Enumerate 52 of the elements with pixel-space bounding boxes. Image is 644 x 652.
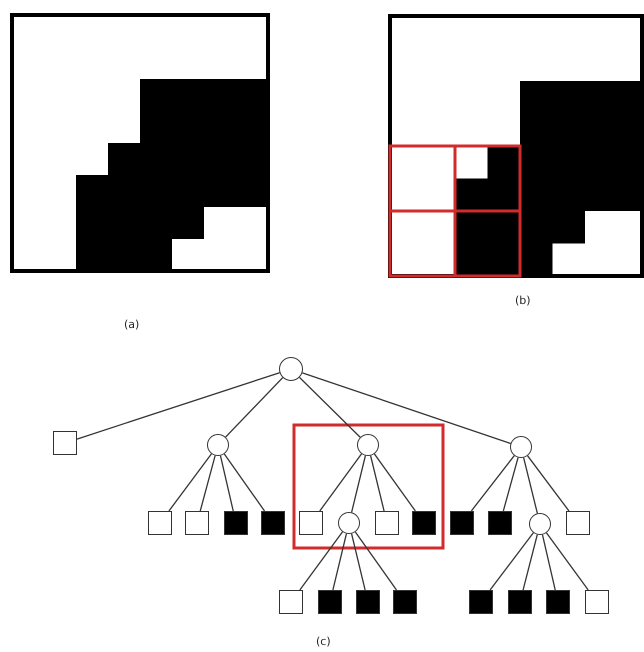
tree-edge xyxy=(370,456,385,512)
circle-node xyxy=(529,513,551,535)
circle-node xyxy=(338,512,360,534)
square-node xyxy=(393,590,417,614)
tree-edge xyxy=(224,454,266,512)
tree-edge xyxy=(299,531,344,590)
tree-edge xyxy=(522,534,538,590)
panel-label: (c) xyxy=(316,635,331,648)
circle-node xyxy=(207,434,229,456)
square-node xyxy=(185,511,209,535)
circle-node xyxy=(357,434,379,456)
tree-edge xyxy=(527,455,570,512)
tree-edge xyxy=(523,458,538,514)
circle-node xyxy=(510,436,532,458)
tree-edge xyxy=(76,372,280,440)
tree-edge xyxy=(319,454,362,512)
square-node xyxy=(318,590,342,614)
tree-edge xyxy=(200,455,216,512)
square-node xyxy=(148,511,172,535)
tree-edge xyxy=(350,534,366,590)
square-node xyxy=(261,511,285,535)
circle-node xyxy=(279,357,303,381)
square-node xyxy=(450,511,474,535)
square-node xyxy=(566,511,590,535)
tree-edge xyxy=(546,532,589,590)
tree-edge xyxy=(220,456,234,512)
tree-edge xyxy=(332,534,348,590)
square-node xyxy=(469,590,493,614)
square-node xyxy=(53,431,77,455)
tree-edge xyxy=(542,534,556,590)
square-node xyxy=(224,511,248,535)
tree-edge xyxy=(502,457,519,512)
square-node xyxy=(412,511,436,535)
square-node xyxy=(488,511,512,535)
square-node xyxy=(546,590,570,614)
tree-edge xyxy=(490,532,534,590)
square-node xyxy=(299,511,323,535)
tree-edge xyxy=(302,372,511,444)
tree-edge xyxy=(168,453,212,512)
tree-edge xyxy=(374,454,416,512)
tree-edge xyxy=(354,532,398,590)
panel-label: (b) xyxy=(515,294,531,307)
square-node xyxy=(508,590,532,614)
square-node xyxy=(585,590,609,614)
square-node xyxy=(356,590,380,614)
tree-edge xyxy=(299,376,361,438)
tree-edge xyxy=(470,455,515,512)
square-node xyxy=(279,590,303,614)
square-node xyxy=(375,511,399,535)
tree-edge xyxy=(225,377,284,438)
panel-label: (a) xyxy=(124,318,140,331)
tree-edge xyxy=(350,456,366,512)
